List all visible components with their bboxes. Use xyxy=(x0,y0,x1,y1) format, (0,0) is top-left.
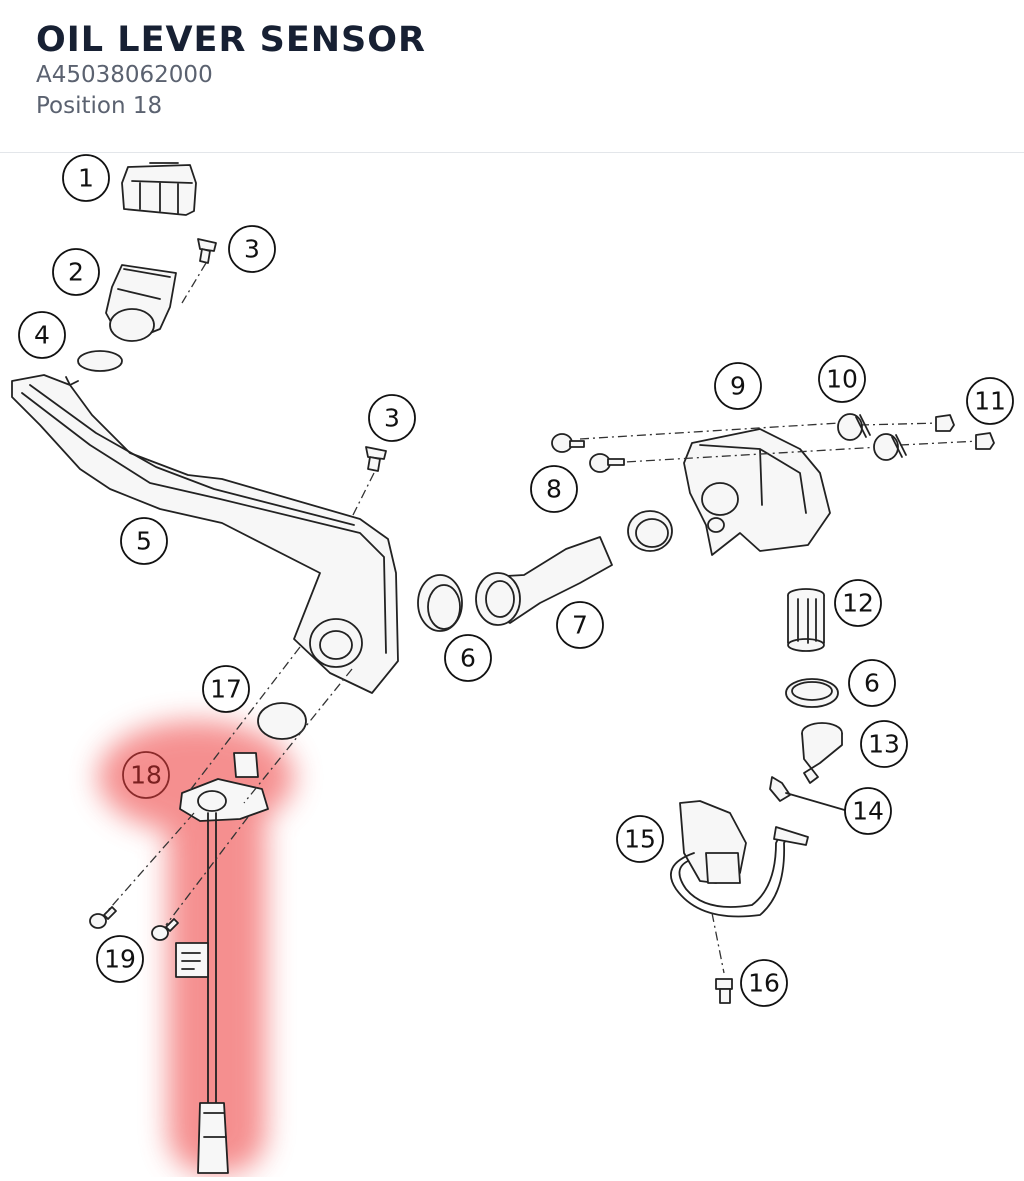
header-divider xyxy=(0,152,1024,153)
callout-5[interactable]: 5 xyxy=(120,517,168,565)
page-header: OIL LEVER SENSOR A45038062000 Position 1… xyxy=(0,0,1024,152)
part-o-ring-large[interactable] xyxy=(257,702,307,740)
svg-text:2: 2 xyxy=(68,258,84,287)
callout-11[interactable]: 11 xyxy=(966,377,1014,425)
part-hose-clamp-b[interactable] xyxy=(785,678,839,708)
callout-6a[interactable]: 6 xyxy=(444,634,492,682)
callout-13[interactable]: 13 xyxy=(860,720,908,768)
part-hose[interactable] xyxy=(475,536,613,626)
part-hose-clamp-c[interactable] xyxy=(627,510,673,552)
part-filter-housing[interactable] xyxy=(683,428,831,556)
svg-text:14: 14 xyxy=(852,797,884,826)
part-screw-b[interactable] xyxy=(589,453,625,473)
svg-text:6: 6 xyxy=(864,669,880,698)
svg-text:19: 19 xyxy=(104,945,136,974)
callout-14[interactable]: 14 xyxy=(844,787,892,835)
callout-19[interactable]: 19 xyxy=(96,935,144,983)
callout-7[interactable]: 7 xyxy=(556,601,604,649)
svg-text:18: 18 xyxy=(130,761,162,790)
svg-text:6: 6 xyxy=(460,644,476,673)
callout-17[interactable]: 17 xyxy=(202,665,250,713)
callouts: 1 2 3 4 5 3 6 7 8 9 10 11 12 6 13 14 15 … xyxy=(18,154,1014,1007)
part-bolt-upper[interactable] xyxy=(197,238,217,264)
svg-text:5: 5 xyxy=(136,527,152,556)
part-housing-cap[interactable] xyxy=(105,264,177,342)
svg-text:16: 16 xyxy=(748,969,780,998)
svg-text:17: 17 xyxy=(210,675,242,704)
svg-text:4: 4 xyxy=(34,321,50,350)
part-clip[interactable] xyxy=(769,776,849,812)
page-title: OIL LEVER SENSOR xyxy=(36,20,426,60)
svg-text:13: 13 xyxy=(868,730,900,759)
callout-18[interactable]: 18 xyxy=(122,751,170,799)
callout-1[interactable]: 1 xyxy=(62,154,110,202)
svg-text:11: 11 xyxy=(974,387,1006,416)
diagram-svg: 1 2 3 4 5 3 6 7 8 9 10 11 12 6 13 14 15 … xyxy=(11,154,1014,1174)
callout-16[interactable]: 16 xyxy=(740,959,788,1007)
part-bolt-middle[interactable] xyxy=(365,446,387,472)
svg-text:3: 3 xyxy=(384,404,400,433)
callout-9[interactable]: 9 xyxy=(714,362,762,410)
svg-text:7: 7 xyxy=(572,611,588,640)
part-oil-tank[interactable] xyxy=(11,374,399,694)
part-plug-b[interactable] xyxy=(975,432,995,450)
svg-text:15: 15 xyxy=(624,825,656,854)
svg-text:12: 12 xyxy=(842,589,874,618)
part-filter-element[interactable] xyxy=(787,588,825,652)
svg-text:8: 8 xyxy=(546,475,562,504)
callout-12[interactable]: 12 xyxy=(834,579,882,627)
callout-15[interactable]: 15 xyxy=(616,815,664,863)
part-oil-level-sensor[interactable] xyxy=(175,752,269,1174)
part-connector-cover[interactable] xyxy=(121,162,197,216)
callout-3a[interactable]: 3 xyxy=(228,225,276,273)
exploded-parts-diagram: 1 2 3 4 5 3 6 7 8 9 10 11 12 6 13 14 15 … xyxy=(0,153,1024,1177)
part-plug-a[interactable] xyxy=(935,414,955,432)
position-label: Position 18 xyxy=(36,93,163,119)
callout-10[interactable]: 10 xyxy=(818,355,866,403)
part-fitting[interactable] xyxy=(801,722,843,784)
part-pump-module[interactable] xyxy=(670,800,809,918)
svg-text:3: 3 xyxy=(244,235,260,264)
callout-4[interactable]: 4 xyxy=(18,311,66,359)
part-spring-a[interactable] xyxy=(837,413,871,441)
svg-text:10: 10 xyxy=(826,365,858,394)
part-hose-clamp-a[interactable] xyxy=(417,574,463,632)
callout-8[interactable]: 8 xyxy=(530,465,578,513)
part-screw-19-a[interactable] xyxy=(89,906,117,929)
svg-text:1: 1 xyxy=(78,164,94,193)
callout-2[interactable]: 2 xyxy=(52,248,100,296)
callout-6b[interactable]: 6 xyxy=(848,659,896,707)
part-bolt-lower[interactable] xyxy=(715,978,733,1004)
callout-3b[interactable]: 3 xyxy=(368,394,416,442)
svg-text:9: 9 xyxy=(730,372,746,401)
part-screw-a[interactable] xyxy=(551,433,585,453)
part-spring-b[interactable] xyxy=(873,433,907,461)
part-number: A45038062000 xyxy=(36,62,213,88)
part-o-ring-small[interactable] xyxy=(77,350,123,372)
part-screw-19-b[interactable] xyxy=(151,918,179,941)
